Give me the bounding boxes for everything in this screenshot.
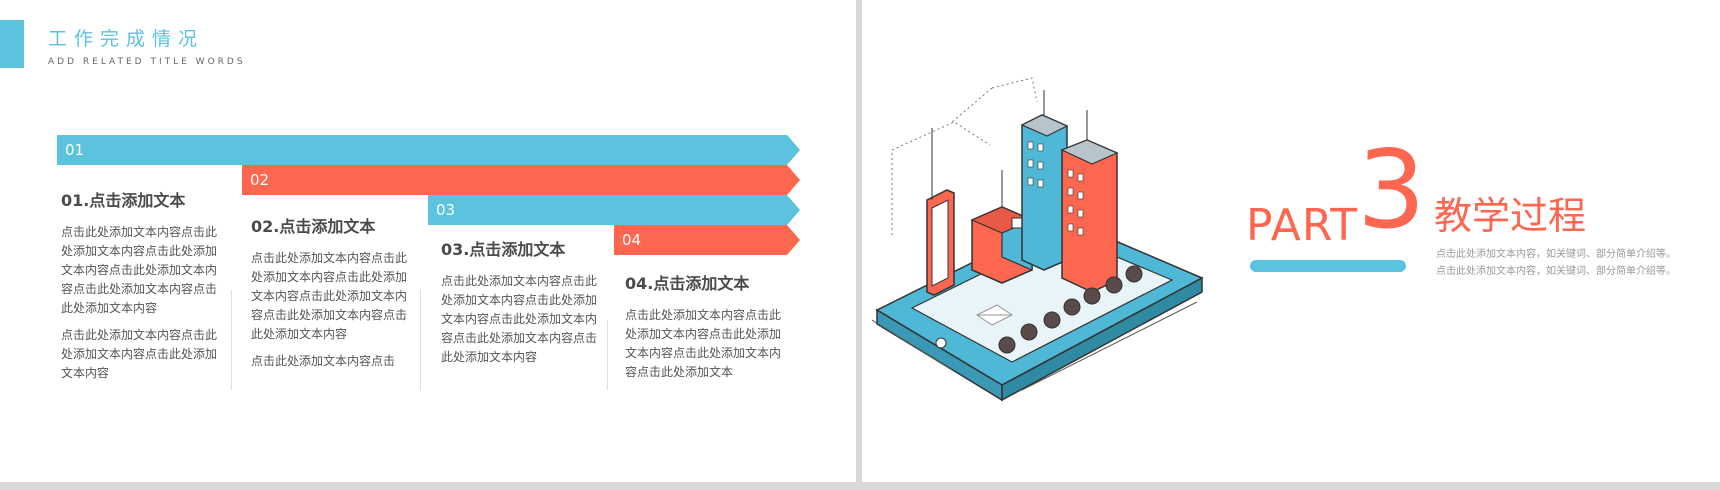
- step-heading: 04.点击添加文本: [625, 274, 750, 293]
- step-heading: 02.点击添加文本: [251, 217, 376, 236]
- step-arrow-02: 02: [242, 165, 800, 195]
- step-text: 点击此处添加文本内容点击: [251, 354, 396, 368]
- section-title: 教学过程: [1434, 194, 1587, 238]
- section-description-line-1: 点击此处添加文本内容，如关键词、部分简单介绍等。: [1436, 249, 1676, 260]
- isometric-city-tablet-illustration-icon: [872, 77, 1204, 402]
- step-column-01: 01.点击添加文本 点击此处添加文本内容点击此处添加文本内容点击此处添加文本内容…: [61, 187, 221, 391]
- step-text: 点击此处添加文本内容点击此处添加文本内容点击此处添加文本内容点击此处添加文本内容…: [625, 308, 782, 379]
- step-heading: 03.点击添加文本: [441, 240, 566, 259]
- step-arrow-04: 04: [614, 225, 800, 255]
- slide-work-completion: 工作完成情况 ADD RELATED TITLE WORDS 01 02 03 …: [0, 0, 856, 482]
- step-heading: 01.点击添加文本: [61, 191, 186, 210]
- step-arrow-01: 01: [57, 135, 800, 165]
- slide-subtitle: ADD RELATED TITLE WORDS: [48, 57, 246, 67]
- column-divider: [231, 290, 232, 390]
- step-text: 点击此处添加文本内容点击此处添加文本内容点击此处添加文本内容点击此处添加文本内容…: [251, 251, 408, 341]
- section-description-line-2: 点击此处添加文本内容，如关键词、部分简单介绍等。: [1436, 266, 1676, 277]
- part-label: PART: [1246, 200, 1359, 251]
- step-arrow-03: 03: [428, 195, 800, 225]
- title-accent-bar: [0, 20, 24, 68]
- part-underline-bar: [1250, 260, 1406, 272]
- slide-title: 工作完成情况: [48, 28, 205, 50]
- step-column-03: 03.点击添加文本 点击此处添加文本内容点击此处添加文本内容点击此处添加文本内容…: [441, 236, 601, 375]
- column-divider: [607, 320, 608, 390]
- step-column-02: 02.点击添加文本 点击此处添加文本内容点击此处添加文本内容点击此处添加文本内容…: [251, 213, 411, 379]
- step-text: 点击此处添加文本内容点击此处添加文本内容点击此处添加文本内容点击此处添加文本内容…: [61, 225, 218, 315]
- column-divider: [420, 290, 421, 390]
- part-number: 3: [1357, 128, 1426, 253]
- slide-part-3: PART 3 教学过程 点击此处添加文本内容，如关键词、部分简单介绍等。 点击此…: [862, 0, 1720, 482]
- step-column-04: 04.点击添加文本 点击此处添加文本内容点击此处添加文本内容点击此处添加文本内容…: [625, 270, 785, 390]
- step-text: 点击此处添加文本内容点击此处添加文本内容点击此处添加文本内容: [61, 328, 218, 380]
- step-text: 点击此处添加文本内容点击此处添加文本内容点击此处添加文本内容点击此处添加文本内容…: [441, 274, 598, 364]
